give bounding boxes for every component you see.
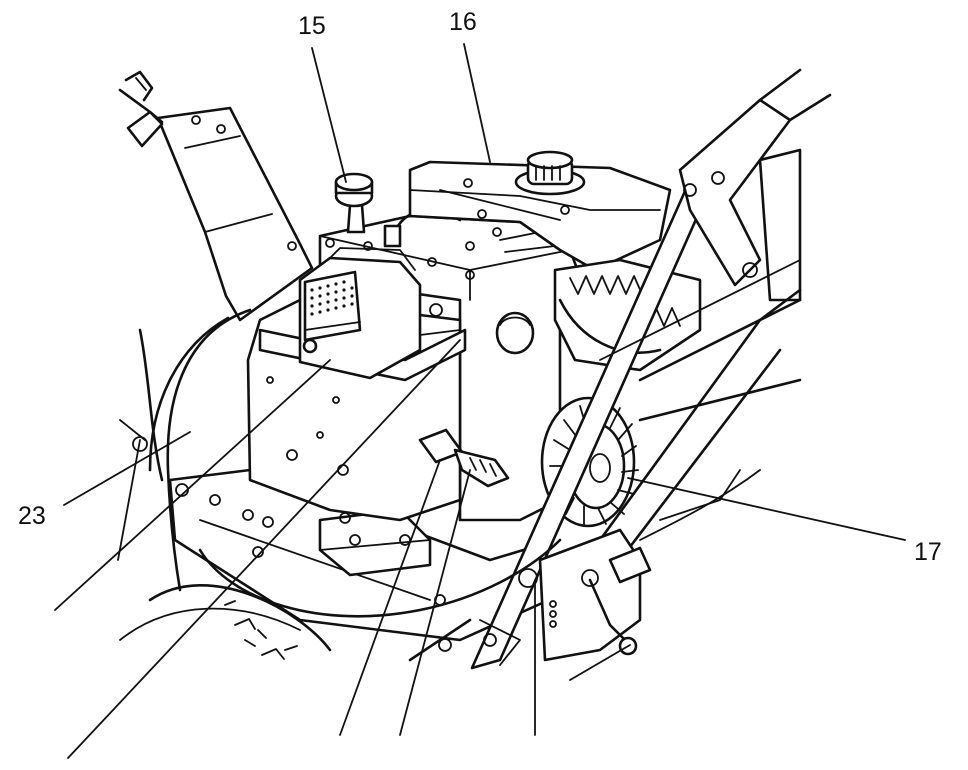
handle-frame [470,68,832,670]
fuel-tank [408,150,672,272]
callout-16: 16 [449,8,477,36]
callout-15: 15 [298,12,326,40]
lower-bracket [408,528,652,666]
callout-17: 17 [914,538,942,566]
control-cables [198,469,761,618]
air-filter-cover [298,247,422,380]
leader-lines [54,43,906,759]
discharge-chute [118,70,314,322]
throttle-lever [418,428,510,488]
auger-housing [119,308,332,660]
choke-knob [334,172,374,234]
primer-button [495,311,535,355]
callout-23: 23 [18,502,46,530]
